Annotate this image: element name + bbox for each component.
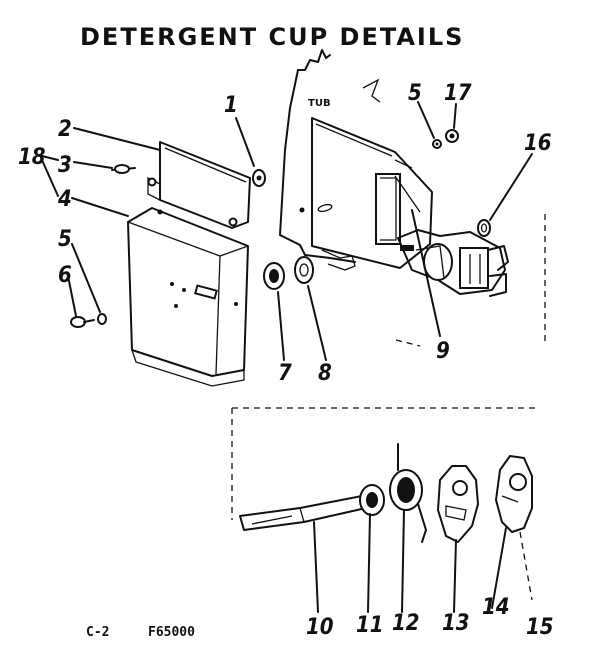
washer-part-5-left xyxy=(97,313,107,325)
shaft-assembly-centerline xyxy=(231,214,546,520)
tub-wall: TUB xyxy=(279,49,381,263)
callout-15: 15 xyxy=(526,615,554,640)
actuator-assembly xyxy=(397,229,509,297)
callout-17: 17 xyxy=(444,81,472,106)
callout-3: 3 xyxy=(58,153,72,178)
gasket-part-8 xyxy=(294,256,314,284)
callout-2: 2 xyxy=(58,117,72,142)
callout-10: 10 xyxy=(306,615,334,640)
shaft-part-10 xyxy=(239,495,367,531)
callout-7: 7 xyxy=(278,361,292,386)
callout-8: 8 xyxy=(318,361,332,386)
footer-page: C-2 xyxy=(86,625,109,640)
pin-part-15-line xyxy=(519,531,533,601)
cup-body-part-4 xyxy=(127,207,249,387)
lever-part-14 xyxy=(495,455,533,533)
nut-part-17 xyxy=(445,129,459,143)
callout-11: 11 xyxy=(356,613,384,638)
callout-1: 1 xyxy=(224,93,238,118)
callout-5-upper: 5 xyxy=(408,81,422,106)
screw-part-3 xyxy=(111,164,136,174)
footer-figure: F65000 xyxy=(148,625,195,640)
callout-18: 18 xyxy=(18,145,46,170)
callout-14: 14 xyxy=(482,595,510,620)
grommet-part-16 xyxy=(477,219,491,237)
diagram-title: DETERGENT CUP DETAILS xyxy=(80,23,464,51)
tub-label: TUB xyxy=(308,98,331,109)
callout-5-left: 5 xyxy=(58,227,72,252)
callout-16: 16 xyxy=(524,131,552,156)
callout-12: 12 xyxy=(392,611,420,636)
callout-4: 4 xyxy=(57,187,72,212)
callout-6: 6 xyxy=(58,263,72,288)
leader-lines xyxy=(41,101,533,613)
detergent-cup-housing xyxy=(299,117,433,271)
bushing-part-11 xyxy=(359,484,385,516)
seal-part-7 xyxy=(263,262,285,290)
fastener-part-1 xyxy=(252,169,266,187)
screw-part-6 xyxy=(70,316,95,328)
screw-part-5-upper xyxy=(432,139,442,149)
callout-13: 13 xyxy=(442,611,470,636)
cover-plate-part-2 xyxy=(147,141,251,229)
cam-part-13 xyxy=(437,465,479,543)
spring-part-12 xyxy=(389,443,427,543)
callout-9: 9 xyxy=(436,339,450,364)
callout-numbers: 2 18 3 4 5 6 1 5 17 16 9 7 8 10 11 12 13… xyxy=(18,81,554,640)
